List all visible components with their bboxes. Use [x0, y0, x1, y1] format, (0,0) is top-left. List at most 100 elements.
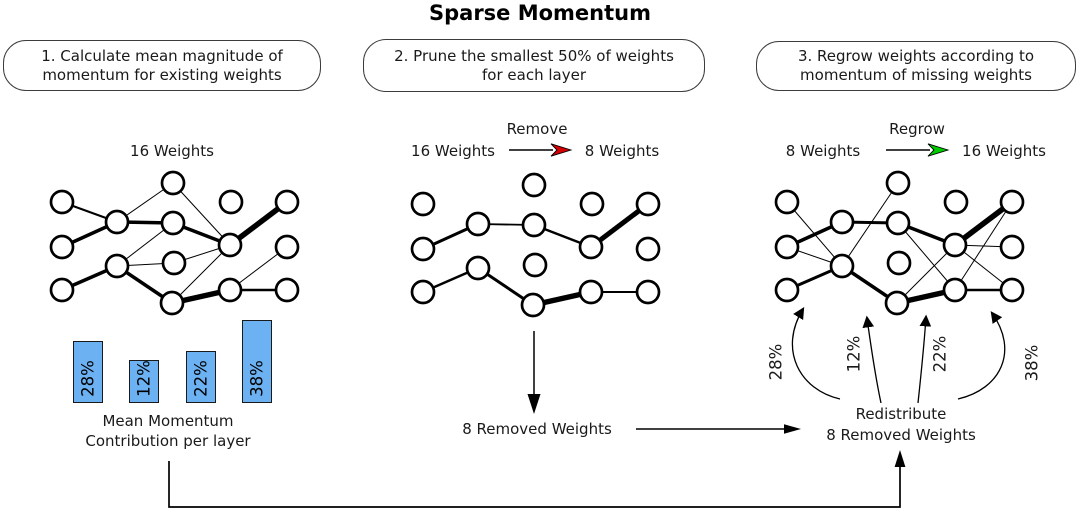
neuron-node [521, 172, 547, 198]
neuron-node [104, 253, 130, 279]
neuron-node [159, 290, 185, 316]
weight-edge [172, 182, 231, 246]
step-box-3: 3. Regrow weights according to momentum … [756, 41, 1076, 91]
panel1-caption-line1: Mean Momentum [102, 412, 234, 430]
neuron-node [635, 236, 661, 262]
step-1-line1: 1. Calculate mean magnitude of [41, 46, 283, 65]
neuron-node [465, 211, 491, 237]
neuron-node [885, 210, 911, 236]
neuron-node [635, 279, 661, 305]
neuron-node [942, 232, 968, 258]
neuron-node [885, 170, 911, 196]
neuron-node [522, 252, 548, 278]
panel2-removed-label: 8 Removed Weights [462, 420, 612, 438]
redistribute-arrow-3 [917, 314, 932, 404]
redistribute-arrow-2 [862, 315, 882, 404]
neuron-node [999, 234, 1025, 260]
neuron-node [943, 189, 969, 215]
regrow-arrow [886, 143, 950, 157]
neuron-node [410, 236, 436, 262]
neuron-node [774, 189, 800, 215]
prune-down-arrow [527, 331, 541, 414]
neuron-node [829, 253, 855, 279]
redistribute-arrow-4 [957, 311, 1006, 400]
momentum-bar-4-label: 38% [247, 360, 267, 397]
momentum-bar-2-label: 12% [134, 360, 154, 397]
neuron-node [274, 277, 300, 303]
panel3-redistribute-line1: Redistribute [855, 405, 947, 423]
neuron-node [410, 191, 436, 217]
network-panel2-8-weights [410, 172, 661, 318]
neuron-node [578, 279, 604, 305]
removed-weights-transfer-arrow [636, 424, 801, 434]
panel3-before-label: 8 Weights [785, 142, 861, 160]
step-2-line2: for each layer [482, 65, 586, 84]
momentum-bar-2: 12% [129, 360, 159, 403]
step-box-1: 1. Calculate mean magnitude of momentum … [3, 40, 321, 91]
redistribute-curved-arrows [791, 307, 1006, 404]
neuron-node [160, 170, 186, 196]
panel3-percent-4: 38% [1022, 344, 1042, 382]
panel1-caption-line2: Contribution per layer [85, 432, 251, 450]
panel3-after-label: 16 Weights [962, 142, 1046, 160]
neuron-node [465, 255, 491, 281]
remove-arrow [509, 143, 573, 157]
momentum-bar-4: 38% [242, 320, 272, 403]
neuron-node [104, 209, 130, 235]
momentum-feedback-connector [168, 450, 906, 508]
neuron-node [49, 277, 75, 303]
up-arrowhead-icon [894, 450, 906, 467]
figure-title: Sparse Momentum [428, 1, 652, 25]
neuron-node [884, 290, 910, 316]
redistribute-arrow-1 [791, 307, 841, 400]
panel3-redistribute-line2: 8 Removed Weights [826, 426, 976, 444]
step-1-line2: momentum for existing weights [42, 65, 282, 84]
weight-edge [954, 201, 1013, 291]
neuron-node [218, 189, 244, 215]
right-arrowhead-icon [784, 424, 801, 434]
remove-arrowhead-icon [550, 143, 573, 157]
neuron-node [49, 234, 75, 260]
neuron-node [217, 277, 243, 303]
network-panel1-16-weights [49, 170, 300, 316]
neuron-node [521, 212, 547, 238]
panel3-percent-3: 22% [930, 335, 950, 373]
panel2-after-label: 8 Weights [584, 142, 660, 160]
weight-edge [897, 222, 956, 291]
neuron-node [274, 189, 300, 215]
step-2-line1: 2. Prune the smallest 50% of weights [394, 46, 674, 65]
step-3-line1: 3. Regrow weights according to [797, 47, 1035, 65]
panel3-percent-2: 12% [844, 335, 864, 373]
momentum-bar-1-label: 28% [78, 360, 98, 397]
weight-edge [841, 182, 899, 267]
neuron-node [160, 210, 186, 236]
neuron-node [999, 189, 1025, 215]
momentum-bar-1: 28% [73, 341, 103, 403]
neuron-node [635, 191, 661, 217]
neuron-node [520, 292, 546, 318]
momentum-bar-3-label: 22% [191, 360, 211, 397]
neuron-node [578, 234, 604, 260]
panel2-before-label: 16 Weights [411, 142, 495, 160]
panel3-action-label: Regrow [889, 120, 945, 138]
neuron-node [274, 234, 300, 260]
weight-edge [171, 244, 231, 304]
neuron-node [217, 232, 243, 258]
networks-layer [49, 170, 1025, 318]
momentum-bar-3: 22% [186, 351, 216, 403]
neuron-node [49, 189, 75, 215]
neuron-node [579, 191, 605, 217]
neuron-node [161, 250, 187, 276]
step-3-line2: momentum of missing weights [800, 66, 1032, 84]
panel3-percent-1: 28% [766, 343, 786, 381]
neuron-node [942, 277, 968, 303]
neuron-node [774, 277, 800, 303]
panel1-weights-label: 16 Weights [130, 142, 214, 160]
neuron-node [410, 279, 436, 305]
down-arrowhead-icon [527, 394, 541, 414]
neuron-node [774, 234, 800, 260]
panel2-action-label: Remove [506, 120, 568, 138]
weight-edge [896, 244, 956, 304]
